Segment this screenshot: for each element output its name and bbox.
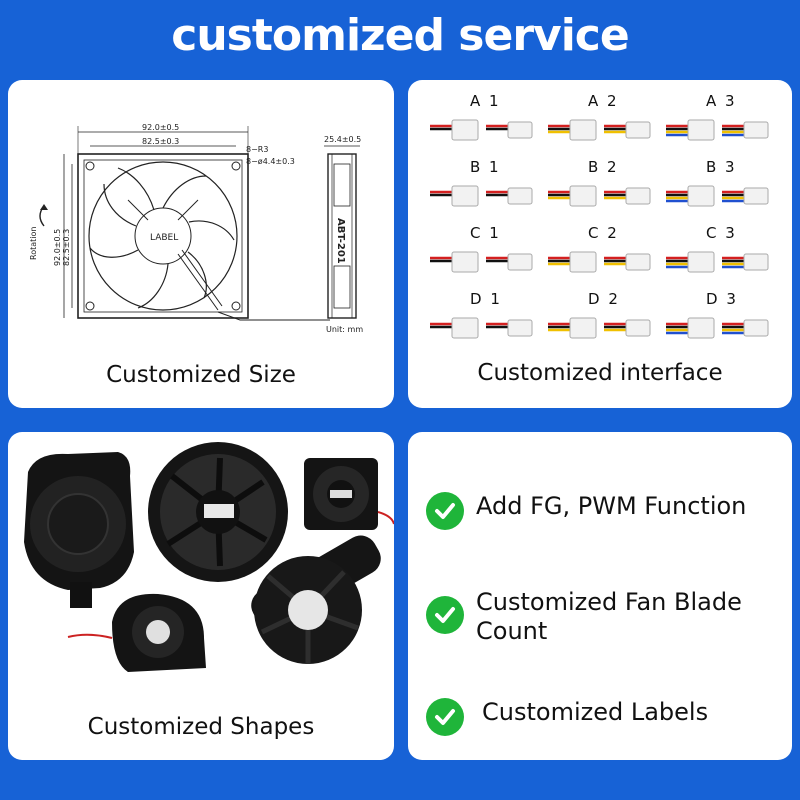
rotation-label: Rotation — [29, 227, 38, 260]
dim-width-inner: 82.5±0.3 — [142, 137, 179, 146]
connector-image — [430, 251, 533, 273]
connector-label: B 2 — [588, 158, 619, 176]
connector-label: B 3 — [706, 158, 737, 176]
customized-interface-caption: Customized interface — [477, 360, 723, 386]
dim-radius: 8−R3 — [246, 145, 268, 154]
connector-label: C 1 — [470, 224, 501, 242]
feature-item: Customized Fan Blade Count — [426, 588, 776, 646]
side-view-text: ABT-201 — [335, 218, 346, 264]
connector-label: A 3 — [706, 92, 737, 110]
feature-text: Add FG, PWM Function — [476, 492, 747, 520]
connector-label: D 2 — [588, 290, 620, 308]
connector-label: C 2 — [588, 224, 619, 242]
connector-image — [430, 317, 533, 339]
small-square-fan-image — [304, 458, 394, 530]
frameless-fan-image — [251, 535, 381, 664]
connector-image — [548, 251, 651, 273]
connector-image — [430, 185, 533, 207]
feature-text: Customized Fan Blade Count — [476, 588, 742, 645]
check-icon — [426, 698, 464, 736]
dim-hole: 8−ø4.4±0.3 — [246, 157, 295, 166]
small-blower-fan-image — [67, 593, 206, 672]
connector-image — [666, 119, 769, 141]
check-icon — [426, 596, 464, 634]
feature-item: Customized Labels — [426, 698, 708, 736]
connector-image — [666, 185, 769, 207]
blower-fan-image — [24, 452, 134, 608]
dim-height-outer: 92.0±0.5 — [53, 229, 62, 266]
page-title: customized service — [171, 10, 629, 61]
feature-item: Add FG, PWM Function — [426, 492, 746, 530]
connector-image — [548, 317, 651, 339]
unit-label: Unit: mm — [326, 325, 363, 334]
dim-width-outer: 92.0±0.5 — [142, 123, 179, 132]
large-axial-fan-image — [148, 442, 288, 582]
connector-label: D 1 — [470, 290, 502, 308]
customized-size-card: 92.0±0.5 82.5±0.3 8−R3 8−ø4.4±0.3 92.0±0… — [8, 80, 394, 408]
connector-image — [666, 317, 769, 339]
dim-depth: 25.4±0.5 — [324, 135, 361, 144]
connector-label: A 1 — [470, 92, 501, 110]
connector-image — [548, 119, 651, 141]
check-icon — [426, 492, 464, 530]
connector-image — [666, 251, 769, 273]
customized-interface-card: A 1 A 2 A 3 B 1 B 2 B 3 C 1 C 2 C 3 D 1 D 2 D 3 Cus… — [408, 80, 792, 408]
fan-shapes-photo — [24, 442, 394, 672]
connector-image — [548, 185, 651, 207]
connector-label: B 1 — [470, 158, 501, 176]
customized-shapes-card: Customized Shapes — [8, 432, 394, 760]
dim-height-inner: 82.5±0.3 — [62, 229, 71, 266]
connector-label: D 3 — [706, 290, 738, 308]
fan-label-text: LABEL — [150, 233, 178, 243]
connector-image — [430, 119, 533, 141]
connector-label: C 3 — [706, 224, 737, 242]
feature-text: Customized Labels — [482, 698, 709, 726]
fan-dimension-drawing: 92.0±0.5 82.5±0.3 8−R3 8−ø4.4±0.3 92.0±0… — [29, 123, 363, 334]
customized-size-caption: Customized Size — [106, 362, 296, 388]
connector-label: A 2 — [588, 92, 619, 110]
customized-shapes-caption: Customized Shapes — [87, 714, 315, 740]
features-card: Add FG, PWM Function Customized Fan Blad… — [408, 432, 792, 760]
